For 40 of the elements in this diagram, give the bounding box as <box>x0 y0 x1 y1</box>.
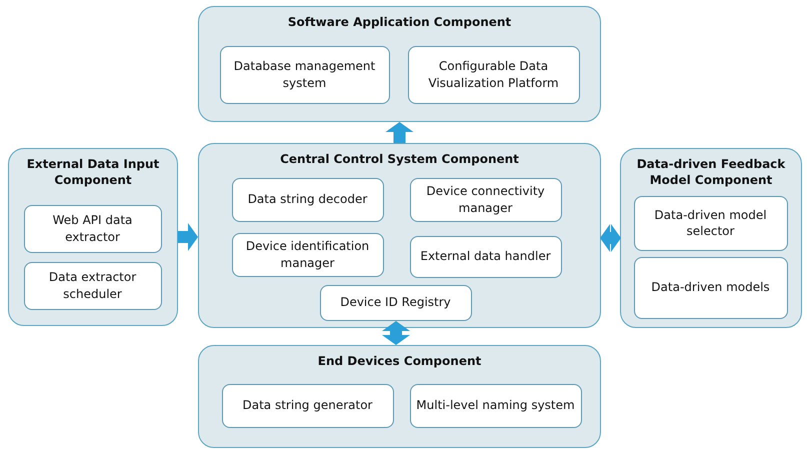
module-box <box>320 284 472 320</box>
module-label: Web API data extractor <box>52 212 134 245</box>
module-box <box>222 384 394 428</box>
module-label: Device ID Registry <box>339 294 452 311</box>
module-label: Database management system <box>232 58 376 91</box>
panel-title: End Devices Component <box>316 354 482 370</box>
module-box <box>232 232 384 276</box>
module-label: Data-driven models <box>650 279 771 296</box>
module-label: Data string generator <box>242 397 374 414</box>
component-panel <box>198 345 601 448</box>
block-arrow <box>178 223 198 251</box>
block-arrow <box>600 224 621 252</box>
module-box <box>24 262 162 310</box>
panel-title: Software Application Component <box>286 15 512 31</box>
component-panel <box>198 143 601 328</box>
component-panel <box>620 148 802 328</box>
panel-title: Central Control System Component <box>279 152 520 168</box>
module-box <box>232 178 384 222</box>
module-box <box>408 46 580 104</box>
panel-title: Data-driven Feedback Model Component <box>636 157 786 188</box>
panel-title: External Data Input Component <box>26 157 160 188</box>
block-arrow <box>382 321 410 345</box>
module-label: Data string decoder <box>246 191 368 208</box>
module-label: Device connectivity manager <box>425 183 546 216</box>
module-label: Data extractor scheduler <box>48 269 138 302</box>
module-label: Data-driven model selector <box>653 206 768 240</box>
component-panel <box>198 6 601 122</box>
module-box <box>410 236 562 278</box>
module-label: Multi-level naming system <box>415 397 576 414</box>
module-label: Configurable Data Visualization Platform <box>427 58 560 91</box>
module-box <box>410 178 562 222</box>
block-arrow <box>386 122 414 143</box>
module-box <box>410 384 582 428</box>
module-box <box>24 204 162 252</box>
module-label: Device identification manager <box>244 238 370 271</box>
module-label: External data handler <box>419 248 552 265</box>
component-panel <box>8 148 178 326</box>
module-box <box>634 196 788 250</box>
module-box <box>220 46 390 104</box>
module-box <box>634 256 788 318</box>
